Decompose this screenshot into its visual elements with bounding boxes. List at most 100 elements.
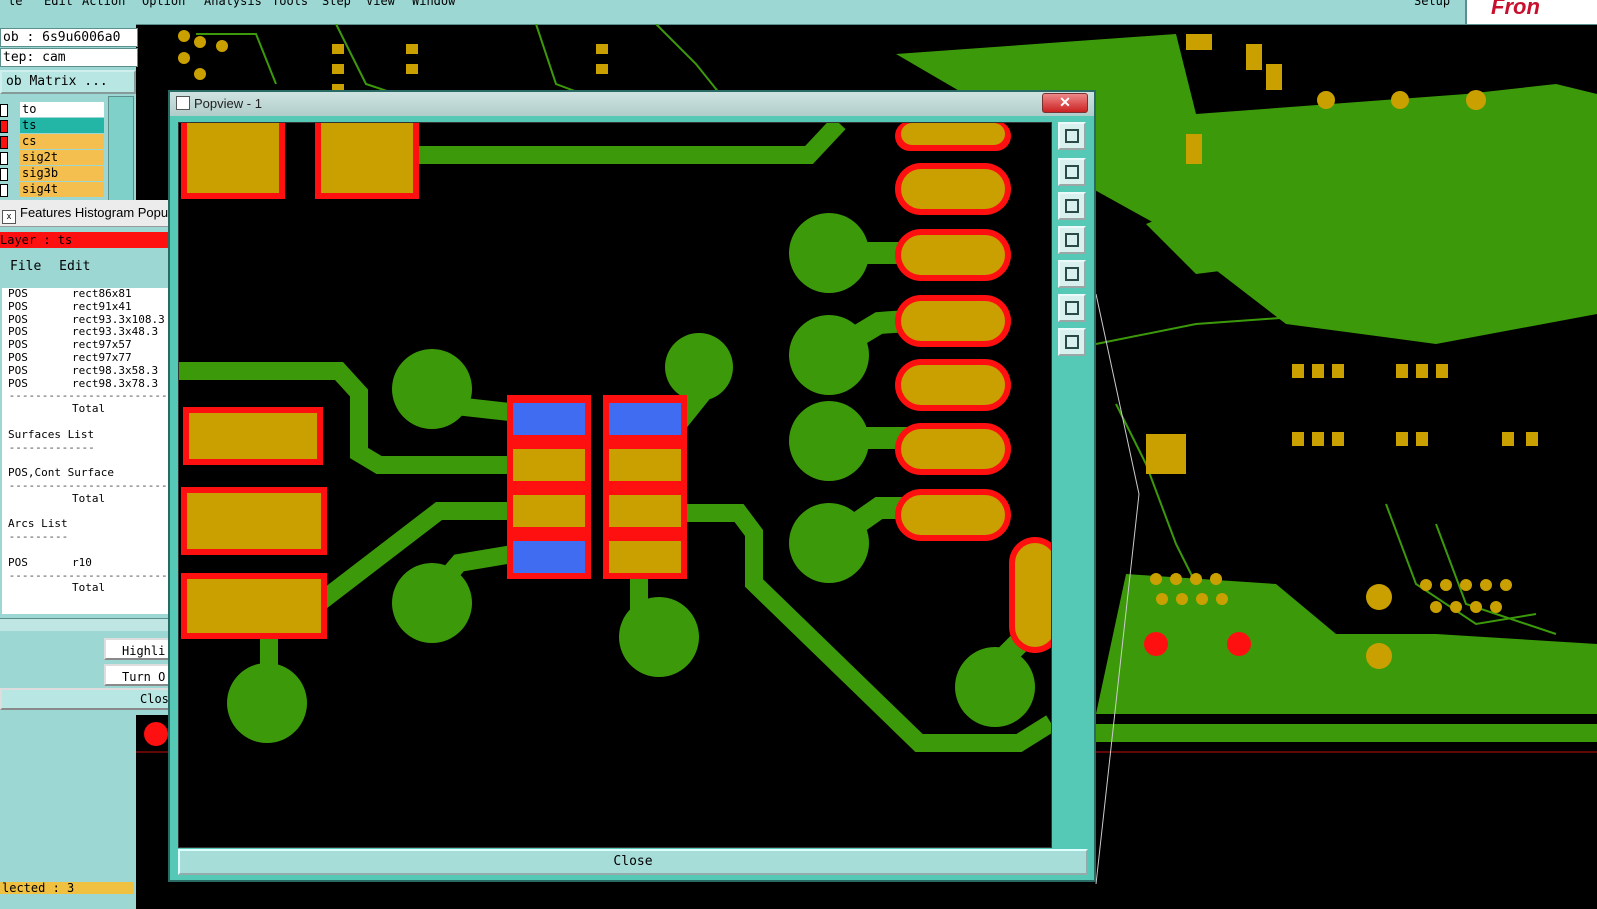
- zoom-fit-icon[interactable]: [1058, 122, 1086, 150]
- layer-row-ts[interactable]: ts: [0, 118, 104, 133]
- board-pads: [178, 30, 1538, 669]
- pan-up-icon[interactable]: [1058, 158, 1086, 186]
- divider: ---------: [2, 530, 69, 544]
- divider: -------------: [2, 440, 95, 454]
- list-item: POS,Cont Surface: [2, 466, 168, 480]
- pan-down-icon[interactable]: [1058, 192, 1086, 220]
- layer-checkbox[interactable]: [0, 184, 8, 197]
- popview-window: Popview - 1 ✕: [168, 90, 1096, 882]
- row-symbol: rect91x41: [72, 299, 132, 313]
- pan-right-icon[interactable]: [1058, 260, 1086, 288]
- row-symbol: rect93.3x48.3: [72, 325, 159, 339]
- layer-checkbox[interactable]: [0, 168, 8, 181]
- via-pads: [227, 213, 1035, 743]
- spacer: [2, 416, 168, 429]
- zoom-lead-line: [1095, 493, 1140, 885]
- total-row: Total: [2, 582, 168, 595]
- layer-checkbox[interactable]: [0, 120, 8, 133]
- selected-component: [507, 395, 687, 579]
- menu-setup[interactable]: Setup: [1414, 0, 1451, 8]
- menu-bar: le Edit Action Option Analysis Tools Ste…: [0, 0, 1597, 25]
- menu-view[interactable]: View: [366, 0, 395, 8]
- histogram-menu: File Edit: [0, 256, 170, 278]
- row-polarity: POS: [8, 555, 28, 569]
- row-polarity: POS: [8, 363, 28, 377]
- layer-checkbox[interactable]: [0, 104, 8, 117]
- menu-edit[interactable]: Edit: [59, 259, 91, 274]
- popview-title-bar[interactable]: Popview - 1 ✕: [170, 92, 1094, 116]
- spacer: [2, 544, 168, 557]
- divider: ------------------------: [2, 478, 168, 492]
- row-polarity: POS: [8, 312, 28, 326]
- zoom-out-icon[interactable]: [1058, 328, 1086, 356]
- row-symbol: rect98.3x58.3: [72, 363, 159, 377]
- layer-name: cs: [20, 134, 104, 149]
- layer-row-to[interactable]: to: [0, 102, 104, 117]
- layer-checkbox[interactable]: [0, 136, 8, 149]
- layer-row-sig2t[interactable]: sig2t: [0, 150, 104, 165]
- total-label: Total: [72, 581, 106, 595]
- histogram-title: Features Histogram Popup: [20, 205, 170, 220]
- layer-name: ts: [20, 118, 104, 133]
- zoom-lead-line: [1095, 293, 1140, 495]
- layer-name: sig2t: [20, 150, 104, 165]
- row-polarity: POS: [8, 325, 28, 339]
- list-item: POS rect98.3x58.3: [2, 363, 168, 378]
- highlight-button[interactable]: Highli: [104, 638, 170, 660]
- row-symbol: rect86x81: [72, 288, 132, 300]
- menu-file[interactable]: le: [8, 0, 23, 8]
- menu-tools[interactable]: Tools: [272, 0, 309, 8]
- layer-row-sig4t[interactable]: sig4t: [0, 182, 104, 197]
- histogram-close-button[interactable]: Clos: [0, 688, 170, 710]
- menu-analysis[interactable]: Analysis: [204, 0, 262, 8]
- histogram-hscrollbar[interactable]: [0, 618, 170, 631]
- total-row: Total: [2, 402, 168, 416]
- list-item: POS rect93.3x108.3: [2, 312, 168, 327]
- row-polarity: POS: [8, 376, 28, 390]
- layer-list: to ts cs sig2t sig3b sig4t: [0, 102, 106, 222]
- row-polarity: POS: [8, 299, 28, 313]
- popview-close-button[interactable]: Close: [178, 849, 1088, 875]
- row-symbol: rect97x77: [72, 350, 132, 364]
- pan-left-icon[interactable]: [1058, 226, 1086, 254]
- layer-name: to: [20, 102, 104, 117]
- arcs-heading: Arcs List: [8, 517, 68, 531]
- brand-text: Fron: [1491, 0, 1540, 19]
- layer-checkbox[interactable]: [0, 152, 8, 165]
- list-item: POS r10: [2, 555, 168, 570]
- menu-action[interactable]: Action: [82, 0, 126, 8]
- menu-edit[interactable]: Edit: [44, 0, 73, 8]
- board-red-marks: [144, 632, 1251, 746]
- popview-toolbar: [1056, 122, 1090, 846]
- job-name: ob : 6s9u6006a0: [0, 28, 138, 47]
- turn-off-button[interactable]: Turn O: [104, 664, 170, 686]
- divider: ------------------------: [2, 389, 168, 403]
- menu-option[interactable]: Option: [142, 0, 186, 8]
- app-icon: [176, 96, 190, 110]
- zoom-in-icon[interactable]: [1058, 294, 1086, 322]
- menu-file[interactable]: File: [10, 259, 42, 274]
- row-symbol: rect93.3x108.3: [72, 312, 165, 326]
- total-label: Total: [72, 491, 106, 505]
- close-icon[interactable]: ✕: [1042, 93, 1088, 113]
- histogram-title-bar[interactable]: x Features Histogram Popup: [0, 200, 170, 227]
- brand-logo: Fron: [1465, 0, 1597, 24]
- divider: ------------------------: [2, 568, 168, 582]
- section-heading: Surfaces List: [2, 428, 168, 442]
- total-label: Total: [72, 402, 106, 416]
- layer-row-cs[interactable]: cs: [0, 134, 104, 149]
- job-matrix-button[interactable]: ob Matrix ...: [0, 70, 136, 94]
- popview-canvas[interactable]: [178, 122, 1052, 848]
- list-item: POS rect93.3x48.3: [2, 326, 168, 339]
- layer-name: sig3b: [20, 166, 104, 181]
- smd-pads: [181, 123, 419, 639]
- menu-step[interactable]: Step: [322, 0, 351, 8]
- layer-row-sig3b[interactable]: sig3b: [0, 166, 104, 181]
- window-close-icon[interactable]: x: [2, 210, 16, 224]
- menu-window[interactable]: Window: [412, 0, 456, 8]
- row-symbol: r10: [72, 555, 92, 569]
